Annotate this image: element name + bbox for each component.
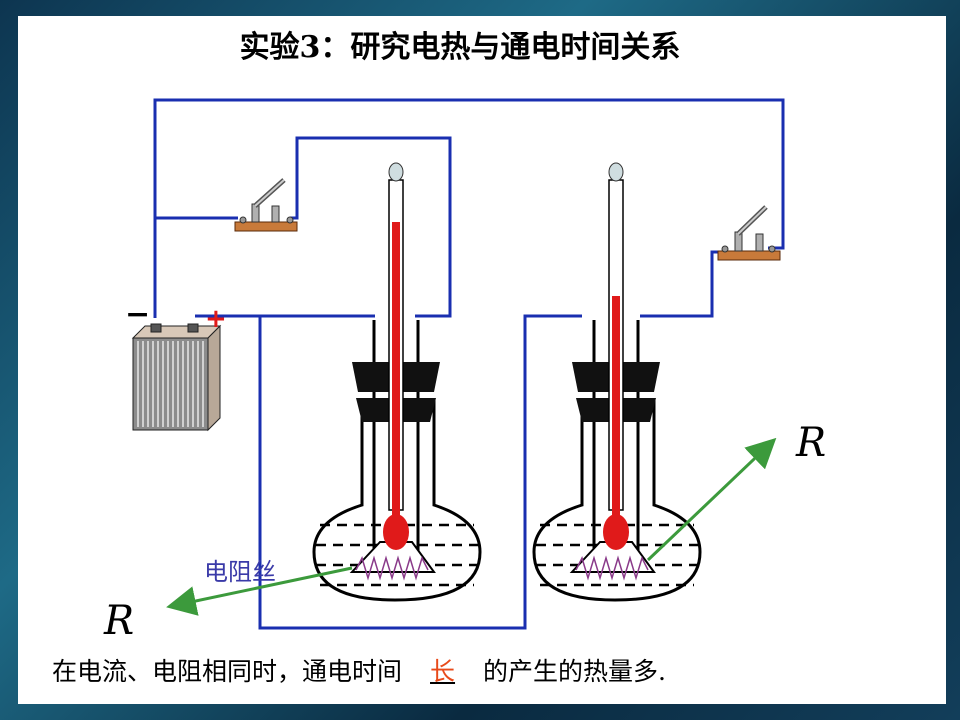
arrow-to-right-r <box>646 437 777 562</box>
left-r-label: R <box>103 598 134 644</box>
wire-left-switch-out <box>290 136 452 318</box>
battery: − + <box>125 297 227 432</box>
right-r-label: R <box>795 420 826 466</box>
right-switch <box>717 205 781 261</box>
wire-right-switch <box>640 250 720 318</box>
wire-outer-loop <box>153 98 785 318</box>
right-thermometer-mercury <box>612 296 620 522</box>
conclusion-answer: 长 <box>430 657 456 686</box>
battery-plus-sign: + <box>205 304 227 334</box>
battery-minus-sign: − <box>125 297 150 332</box>
left-thermometer-mercury <box>392 222 400 522</box>
circuit-wires <box>153 98 785 630</box>
arrow-to-left-r <box>166 566 353 616</box>
conclusion-prefix: 在电流、电阻相同时，通电时间 <box>52 657 403 686</box>
wire-return-path <box>258 314 582 630</box>
resistance-wire-label: 电阻丝 <box>204 558 276 586</box>
conclusion-suffix: 的产生的热量多. <box>483 657 666 686</box>
conclusion-sentence: 在电流、电阻相同时，通电时间长的产生的热量多. <box>52 652 666 688</box>
left-flask <box>312 162 482 602</box>
left-switch <box>234 178 298 232</box>
page-title: 实验3：研究电热与通电时间关系 <box>239 30 681 65</box>
